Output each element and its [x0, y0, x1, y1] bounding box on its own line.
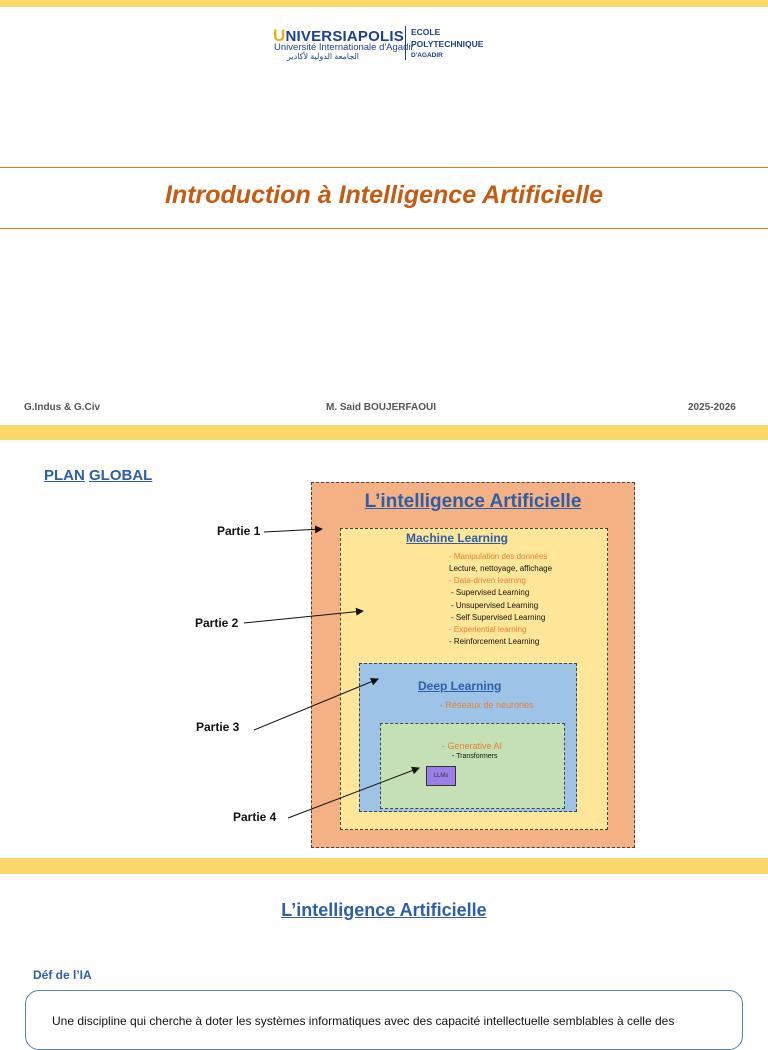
part-label-1: Partie 1: [217, 524, 261, 538]
definition-text: Une discipline qui cherche à doter les s…: [52, 1014, 675, 1028]
ml-item: Lecture, nettoyage, affichage: [449, 564, 553, 573]
ml-item: - Supervised Learning: [451, 588, 530, 597]
genai-box: [380, 723, 565, 809]
slide1-top-band: [0, 0, 768, 7]
genai-title: - Generative AI: [442, 741, 503, 751]
dl-box-title: Deep Learning: [418, 679, 502, 693]
course-title: Introduction à Intelligence Artificielle: [164, 181, 604, 209]
ai-box-title: L’intelligence Artificielle: [364, 491, 582, 512]
arrow-part2: [243, 607, 364, 624]
llm-box: LLMs: [426, 766, 456, 786]
logo-subtitle: Université Internationale d'Agadir: [274, 42, 414, 53]
ml-item: - Reinforcement Learning: [449, 637, 540, 646]
definition-label: Déf de l’IA: [33, 968, 92, 982]
ml-item: - Unsupervised Learning: [451, 601, 539, 610]
part-label-2: Partie 2: [195, 616, 239, 630]
title-top-rule: [0, 167, 768, 168]
part-label-3: Partie 3: [196, 720, 240, 734]
logo-school: ECOLE POLYTECHNIQUE D'AGADIR: [411, 27, 484, 59]
slide-separator-band-2: [0, 858, 768, 874]
logo-separator: [405, 26, 406, 60]
arrow-part3: [253, 677, 379, 731]
footer-year: 2025-2026: [688, 402, 736, 413]
arrows-layer: [243, 525, 420, 819]
ml-item: - Experiential learning: [449, 625, 527, 634]
dl-item: - Réseaux de neurones: [440, 700, 534, 710]
footer-author: M. Said BOUJERFAOUI: [326, 402, 437, 413]
logo-arabic: الجامعة الدولية لأكادير: [287, 52, 360, 61]
plan-global-heading: PLAN GLOBAL: [44, 467, 153, 484]
ai-slide-title: L’intelligence Artificielle: [281, 900, 487, 920]
ml-item: - Self Supervised Learning: [451, 613, 546, 622]
title-bottom-rule: [0, 228, 768, 229]
logo-brand: UNIVERSIAPOLIS: [273, 26, 404, 45]
part-label-4: Partie 4: [233, 810, 277, 824]
footer-left: G.Indus & G.Civ: [24, 402, 101, 413]
arrow-part4: [287, 766, 420, 819]
ml-box-title: Machine Learning: [405, 531, 509, 545]
ml-item: - Manipulation des données: [449, 552, 548, 561]
university-logo: UNIVERSIAPOLIS Université Internationale…: [273, 26, 503, 62]
ml-item: - Data-driven learning: [449, 576, 526, 585]
genai-item: - Transformers: [452, 753, 498, 760]
slide-separator-band: [0, 425, 768, 440]
arrow-part1: [263, 525, 323, 534]
